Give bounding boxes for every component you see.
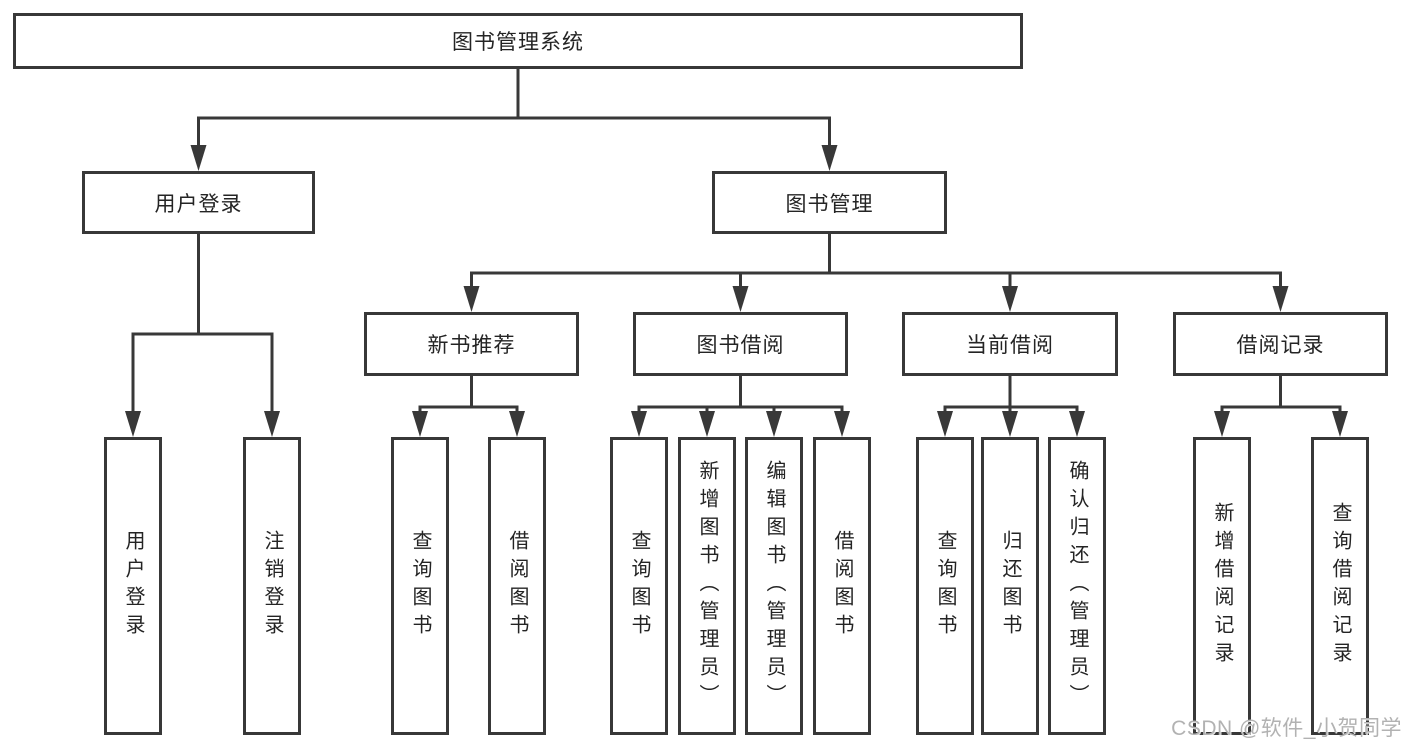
node-label: 借阅图书 — [831, 530, 853, 642]
node-leaf-return-books: 归还图书 — [981, 437, 1039, 735]
node-label: 查询图书 — [409, 530, 431, 642]
arrowhead-icon — [1069, 411, 1085, 437]
node-book-borrow: 图书借阅 — [633, 312, 848, 376]
node-label: 用户登录 — [122, 530, 144, 642]
node-user-login: 用户登录 — [82, 171, 315, 234]
arrowhead-icon — [699, 411, 715, 437]
node-label: 新增借阅记录 — [1211, 502, 1233, 670]
node-leaf-add-borrow-record: 新增借阅记录 — [1193, 437, 1251, 735]
node-label: 图书管理系统 — [452, 31, 584, 54]
node-label: 注销登录 — [261, 530, 283, 642]
node-label: 新书推荐 — [427, 334, 516, 357]
node-label: 图书管理 — [785, 192, 874, 216]
node-leaf-query-books-c: 查询图书 — [916, 437, 974, 735]
arrowhead-icon — [766, 411, 782, 437]
node-label: 用户登录 — [154, 192, 243, 216]
node-label: 查询借阅记录 — [1329, 502, 1351, 670]
arrowhead-icon — [1002, 286, 1018, 312]
node-leaf-borrow-books-a: 借阅图书 — [488, 437, 546, 735]
node-new-book-recommend: 新书推荐 — [364, 312, 579, 376]
node-label: 归还图书 — [999, 530, 1021, 642]
node-leaf-logout: 注销登录 — [243, 437, 301, 735]
node-label: 查询图书 — [934, 530, 956, 642]
arrowhead-icon — [412, 411, 428, 437]
watermark: CSDN @软件_小贺同学 — [1171, 717, 1402, 740]
node-label: 新增图书（管理员） — [696, 460, 718, 712]
node-current-borrow: 当前借阅 — [902, 312, 1118, 376]
node-book-management: 图书管理 — [712, 171, 947, 234]
node-label: 确认归还（管理员） — [1066, 460, 1088, 712]
node-leaf-borrow-books-b: 借阅图书 — [813, 437, 871, 735]
arrowhead-icon — [1332, 411, 1348, 437]
node-label: 查询图书 — [628, 530, 650, 642]
node-label: 图书借阅 — [696, 334, 785, 357]
arrowhead-icon — [264, 411, 280, 437]
arrowhead-icon — [125, 411, 141, 437]
node-leaf-confirm-return-admin: 确认归还（管理员） — [1048, 437, 1106, 735]
arrowhead-icon — [1272, 286, 1289, 312]
node-label: 借阅记录 — [1236, 334, 1325, 357]
arrowhead-icon — [834, 411, 850, 437]
arrowhead-icon — [463, 286, 480, 312]
arrowhead-icon — [190, 145, 207, 171]
node-label: 借阅图书 — [506, 530, 528, 642]
node-leaf-add-books-admin: 新增图书（管理员） — [678, 437, 736, 735]
node-leaf-query-books-a: 查询图书 — [391, 437, 449, 735]
node-leaf-edit-books-admin: 编辑图书（管理员） — [745, 437, 803, 735]
node-system-root: 图书管理系统 — [13, 13, 1023, 69]
node-label: 编辑图书（管理员） — [763, 460, 785, 712]
arrowhead-icon — [1214, 411, 1230, 437]
arrowhead-icon — [821, 145, 838, 171]
node-leaf-user-login: 用户登录 — [104, 437, 162, 735]
node-borrow-records: 借阅记录 — [1173, 312, 1388, 376]
arrowhead-icon — [631, 411, 647, 437]
node-leaf-query-books-b: 查询图书 — [610, 437, 668, 735]
arrowhead-icon — [509, 411, 525, 437]
node-label: 当前借阅 — [966, 334, 1054, 357]
arrowhead-icon — [1002, 411, 1018, 437]
arrowhead-icon — [732, 286, 749, 312]
arrowhead-icon — [937, 411, 953, 437]
node-leaf-query-borrow-record: 查询借阅记录 — [1311, 437, 1369, 735]
